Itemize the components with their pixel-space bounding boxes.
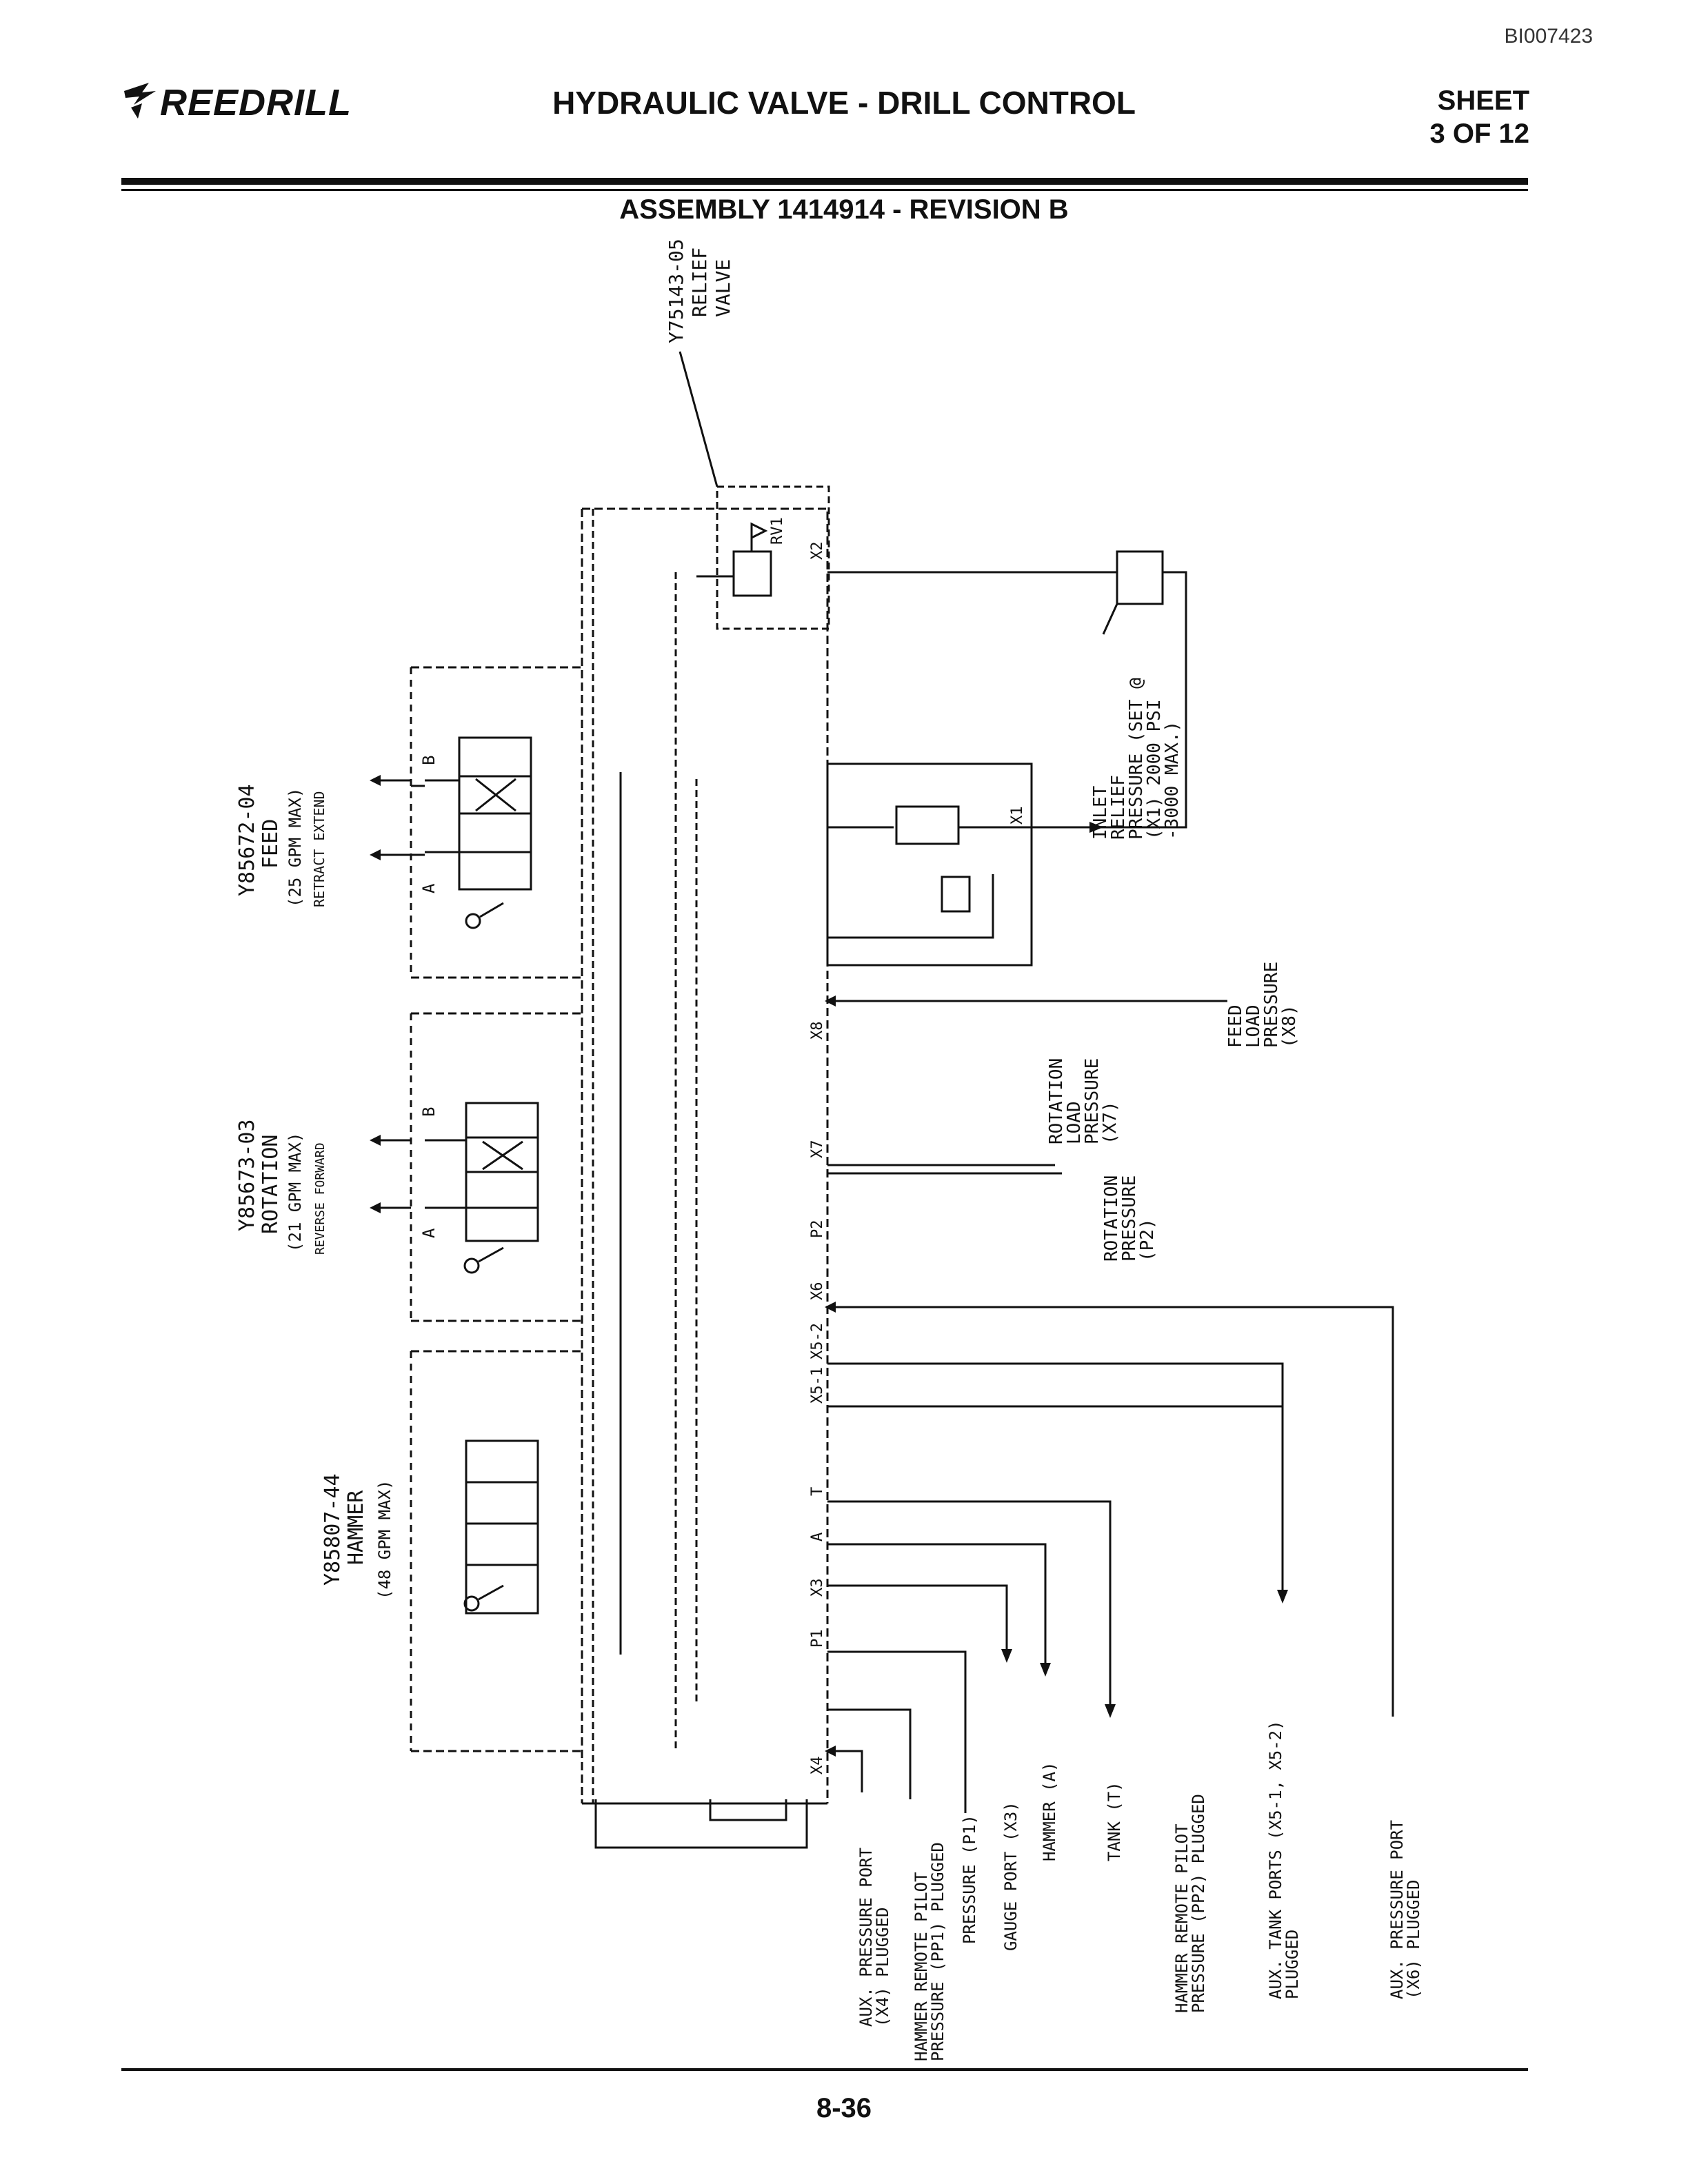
- arrow-gauge-icon: [1001, 1649, 1012, 1663]
- arrow-feed-retract-icon: [370, 775, 381, 786]
- svg-text:FEED: FEED: [1225, 1004, 1246, 1048]
- svg-text:PRESSURE: PRESSURE: [1082, 1058, 1103, 1144]
- svg-text:LOAD: LOAD: [1243, 1004, 1264, 1048]
- port-x2: X2: [809, 542, 826, 560]
- rotation-part: Y85673-03: [235, 1119, 259, 1231]
- svg-text:PLUGGED: PLUGGED: [1283, 1930, 1302, 1999]
- page-title: HYDRAULIC VALVE - DRILL CONTROL: [552, 85, 1136, 121]
- rotation-flow: (21 GPM MAX): [285, 1133, 305, 1252]
- svg-text:-3000 MAX.): -3000 MAX.): [1162, 721, 1183, 840]
- callout-aux-pressure-x6: AUX. PRESSURE PORT (X6) PLUGGED: [1387, 1820, 1423, 1999]
- arrow-tank-aux-icon: [1277, 1590, 1288, 1604]
- rotation-port-a: A: [419, 1228, 439, 1238]
- port-x6: X6: [809, 1282, 826, 1301]
- hammer-flow: (48 GPM MAX): [375, 1480, 394, 1599]
- feed-port-a: A: [419, 883, 439, 893]
- arrow-x4-icon: [825, 1746, 836, 1757]
- document-id: BI007423: [1504, 25, 1593, 48]
- svg-text:PRESSURE: PRESSURE: [1119, 1175, 1140, 1262]
- callout-hammer-remote-pp2: HAMMER REMOTE PILOT PRESSURE (PP2) PLUGG…: [1172, 1794, 1208, 2013]
- svg-text:(X6) PLUGGED: (X6) PLUGGED: [1404, 1880, 1423, 1999]
- schematic-lines: [410, 351, 1394, 1849]
- port-x4: X4: [809, 1757, 826, 1775]
- svg-text:AUX. PRESSURE PORT: AUX. PRESSURE PORT: [856, 1848, 876, 2027]
- svg-text:(X1) 2000 PSI: (X1) 2000 PSI: [1144, 700, 1165, 840]
- svg-text:LOAD: LOAD: [1064, 1101, 1085, 1144]
- port-x3: X3: [809, 1579, 826, 1597]
- svg-text:RELIEF: RELIEF: [1108, 775, 1129, 840]
- svg-text:PRESSURE: PRESSURE: [1261, 962, 1282, 1048]
- feed-part: Y85672-04: [235, 784, 259, 896]
- svg-text:INLET: INLET: [1090, 785, 1111, 840]
- arrow-rot-forward-icon: [370, 1202, 381, 1213]
- svg-text:PRESSURE (PP2) PLUGGED: PRESSURE (PP2) PLUGGED: [1189, 1794, 1208, 2013]
- arrow-hammer-a-icon: [1040, 1663, 1051, 1677]
- port-x8: X8: [809, 1022, 826, 1040]
- port-p2: P2: [809, 1220, 826, 1239]
- svg-text:HAMMER REMOTE PILOT: HAMMER REMOTE PILOT: [1172, 1823, 1192, 2013]
- footer-rule: [121, 2068, 1528, 2071]
- callout-hammer-remote-pp1: HAMMER REMOTE PILOT PRESSURE (PP1) PLUGG…: [912, 1842, 947, 2061]
- callout-gauge-x3: GAUGE PORT (X3): [1001, 1801, 1021, 1951]
- svg-text:ROTATION: ROTATION: [1101, 1175, 1122, 1262]
- port-x7: X7: [809, 1140, 826, 1159]
- feed-actions: RETRACT EXTEND: [311, 791, 328, 907]
- svg-text:AUX. TANK PORTS (X5-1, X5-2): AUX. TANK PORTS (X5-1, X5-2): [1266, 1720, 1285, 1999]
- svg-text:(X4) PLUGGED: (X4) PLUGGED: [873, 1908, 892, 2027]
- port-x5-2: X5-2: [809, 1323, 826, 1359]
- port-t: T: [809, 1487, 826, 1496]
- callout-feed-load: FEED LOAD PRESSURE (X8): [1225, 962, 1300, 1048]
- sheet-indicator: SHEET 3 OF 12: [1429, 84, 1529, 150]
- arrow-tank-icon: [1105, 1704, 1116, 1718]
- header-rule-thin: [121, 189, 1528, 191]
- rotation-name: ROTATION: [259, 1135, 283, 1235]
- callout-inlet-relief: INLET RELIEF PRESSURE (SET @ (X1) 2000 P…: [1090, 678, 1183, 840]
- feed-flow: (25 GPM MAX): [285, 788, 305, 907]
- hammer-name: HAMMER: [344, 1490, 368, 1565]
- callout-rotation-pressure: ROTATION PRESSURE (P2): [1101, 1175, 1158, 1262]
- brand-logo-text: REEDRILL: [160, 82, 352, 123]
- relief-valve-label-2: VALVE: [712, 259, 734, 317]
- callout-hammer-a: HAMMER (A): [1040, 1762, 1059, 1862]
- feed-port-b: B: [419, 756, 439, 765]
- port-p1: P1: [809, 1630, 826, 1648]
- rotation-port-b: B: [419, 1107, 439, 1117]
- hammer-part: Y85807-44: [321, 1473, 345, 1586]
- callout-rotation-load: ROTATION LOAD PRESSURE (X7): [1046, 1058, 1121, 1144]
- arrow-feed-extend-icon: [370, 849, 381, 860]
- svg-text:(X7): (X7): [1100, 1101, 1121, 1144]
- arrow-x1-icon: [1089, 822, 1103, 833]
- svg-text:PRESSURE (PP1) PLUGGED: PRESSURE (PP1) PLUGGED: [928, 1842, 947, 2061]
- port-x1: X1: [1009, 807, 1026, 825]
- svg-text:HAMMER REMOTE PILOT: HAMMER REMOTE PILOT: [912, 1872, 931, 2061]
- rotation-actions: REVERSE FORWARD: [313, 1142, 328, 1255]
- callout-aux-tank: AUX. TANK PORTS (X5-1, X5-2) PLUGGED: [1266, 1720, 1302, 1999]
- header-rule-thick: [121, 178, 1528, 185]
- sheet-value: 3 OF 12: [1429, 119, 1529, 149]
- relief-valve-label-1: RELIEF: [688, 247, 711, 317]
- svg-text:AUX. PRESSURE PORT: AUX. PRESSURE PORT: [1387, 1820, 1407, 1999]
- svg-text:ROTATION: ROTATION: [1046, 1058, 1067, 1144]
- callout-aux-pressure-x4: AUX. PRESSURE PORT (X4) PLUGGED: [856, 1848, 892, 2027]
- feed-name: FEED: [259, 819, 283, 869]
- arrow-heads: [370, 775, 1288, 1757]
- callout-pressure-p1: PRESSURE (P1): [960, 1814, 979, 1944]
- svg-text:(X8): (X8): [1279, 1004, 1300, 1048]
- callout-tank-t: TANK (T): [1105, 1781, 1124, 1861]
- sheet-label: SHEET: [1437, 85, 1529, 116]
- reedrill-logo-icon: [124, 83, 156, 119]
- relief-valve-tag: RV1: [769, 517, 786, 545]
- page-number: 8-36: [816, 2093, 872, 2123]
- svg-text:(P2): (P2): [1137, 1218, 1158, 1262]
- port-a: A: [809, 1533, 826, 1541]
- svg-text:PRESSURE (SET @: PRESSURE (SET @: [1126, 678, 1147, 840]
- port-x5-1: X5-1: [809, 1367, 826, 1404]
- arrow-rot-reverse-icon: [370, 1135, 381, 1146]
- relief-valve-part: Y75143-05: [665, 239, 687, 343]
- arrow-x6-icon: [825, 1302, 836, 1313]
- assembly-title: ASSEMBLY 1414914 - REVISION B: [619, 194, 1069, 225]
- arrow-x8-icon: [825, 995, 836, 1007]
